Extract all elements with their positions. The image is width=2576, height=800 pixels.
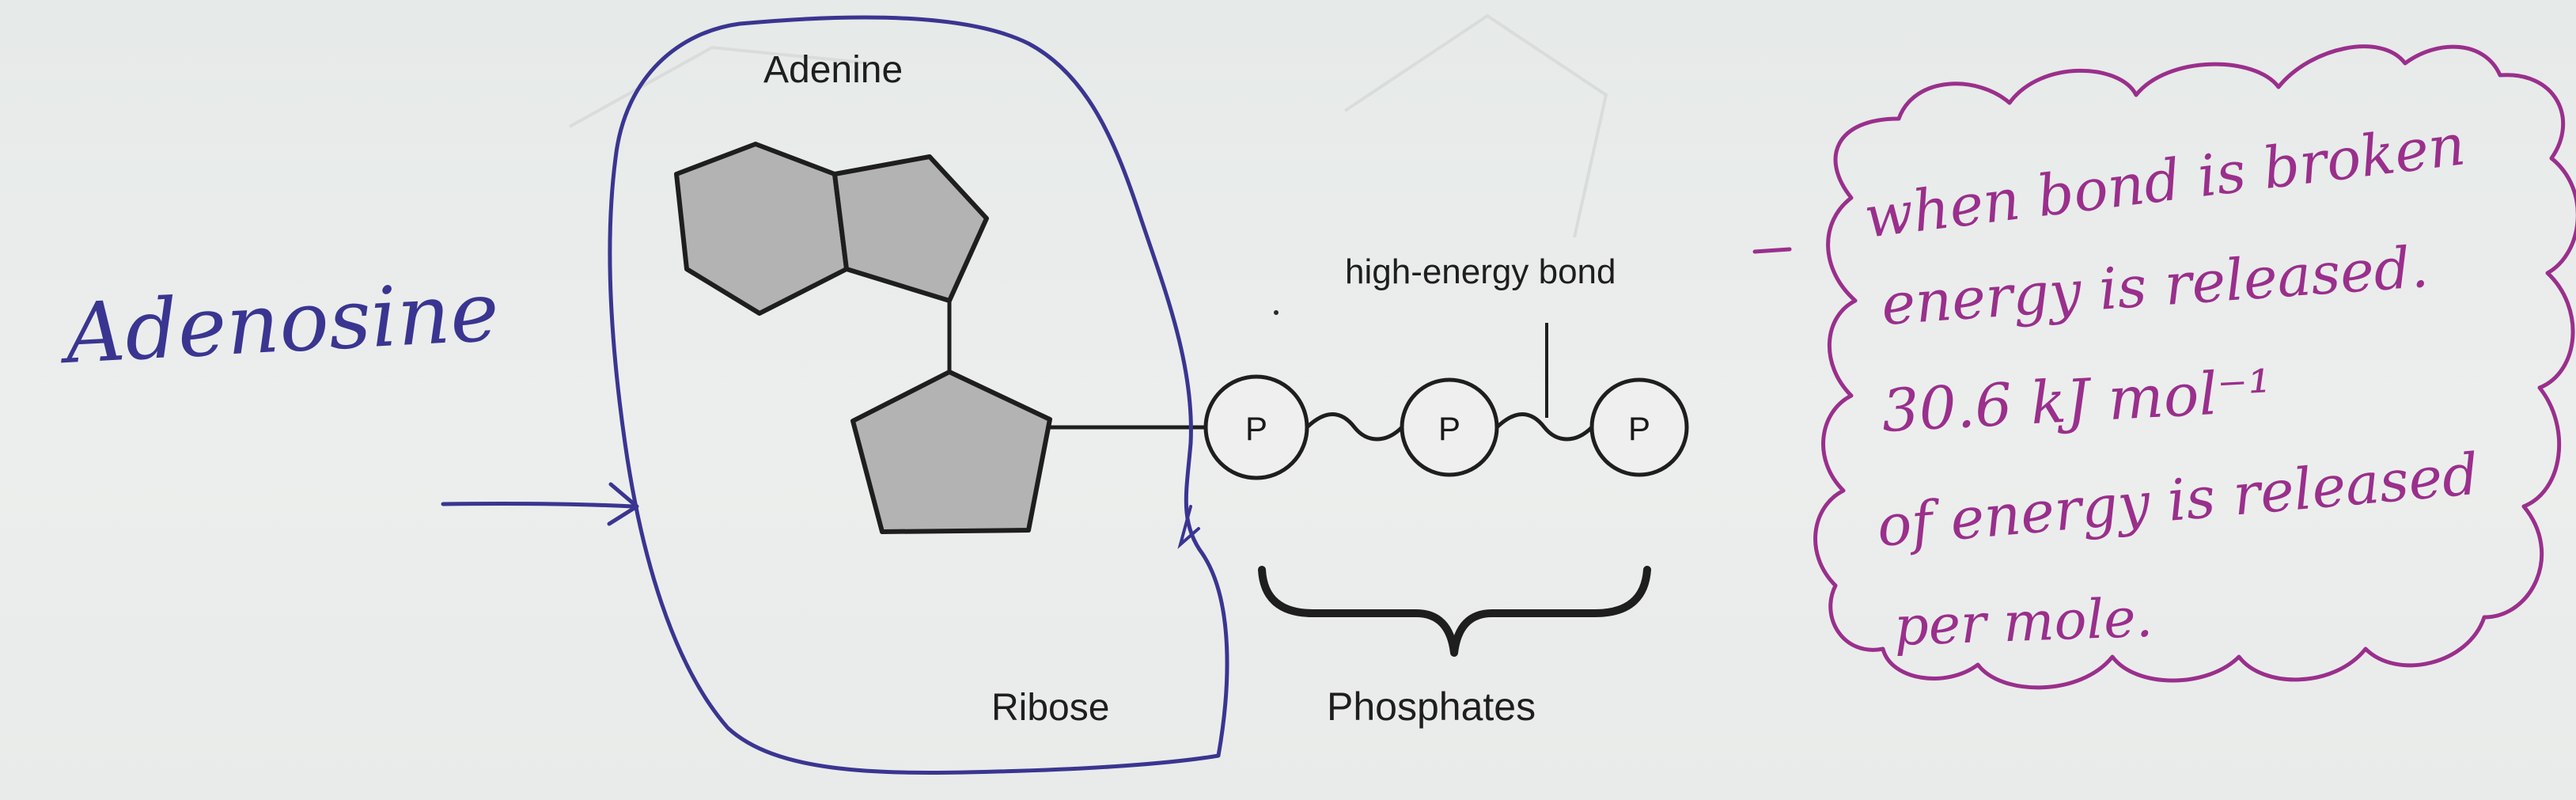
phosphate-group-2: P [1400, 377, 1499, 477]
adenosine-handwritten-label: Adenosine [57, 263, 502, 382]
handwritten-note: when bond is broken energy is released. … [1861, 111, 2481, 658]
note-line-5: per mole. [1893, 587, 2154, 658]
phosphates-brace [1258, 566, 1651, 657]
high-energy-bond-2 [1495, 412, 1593, 442]
adenine-label: Adenine [763, 49, 903, 91]
phosphate-group-1: P [1203, 374, 1309, 480]
phosphate-symbol-3: P [1628, 410, 1650, 447]
adenine-rings [674, 142, 989, 316]
note-connector-dash [1752, 247, 1792, 254]
note-line-2: energy is released. [1879, 233, 2430, 338]
note-cloud-outline [1813, 44, 2576, 690]
high-energy-bond-1 [1305, 412, 1404, 442]
pen-tick-mark [1177, 505, 1200, 549]
note-line-4: of energy is released [1874, 441, 2481, 559]
phosphate-group-3: P [1589, 377, 1689, 477]
high-energy-bond-label: high-energy bond [1345, 252, 1616, 291]
adenosine-enclosure-loop [608, 15, 1229, 775]
adenine-hexagon [674, 142, 849, 316]
adenine-pentagon [832, 154, 989, 303]
adenosine-arrow [441, 482, 639, 526]
note-line-3: 30.6 kJ mol⁻¹ [1880, 357, 2273, 445]
ribose-pentagon [850, 370, 1052, 534]
background-faint-lines [569, 13, 1608, 238]
phosphate-symbol-2: P [1438, 410, 1460, 447]
stray-dot [1274, 310, 1279, 315]
note-line-1: when bond is broken [1861, 111, 2469, 250]
phosphates-label: Phosphates [1327, 684, 1536, 729]
phosphate-symbol-1: P [1245, 410, 1267, 447]
ribose-label: Ribose [991, 687, 1109, 729]
